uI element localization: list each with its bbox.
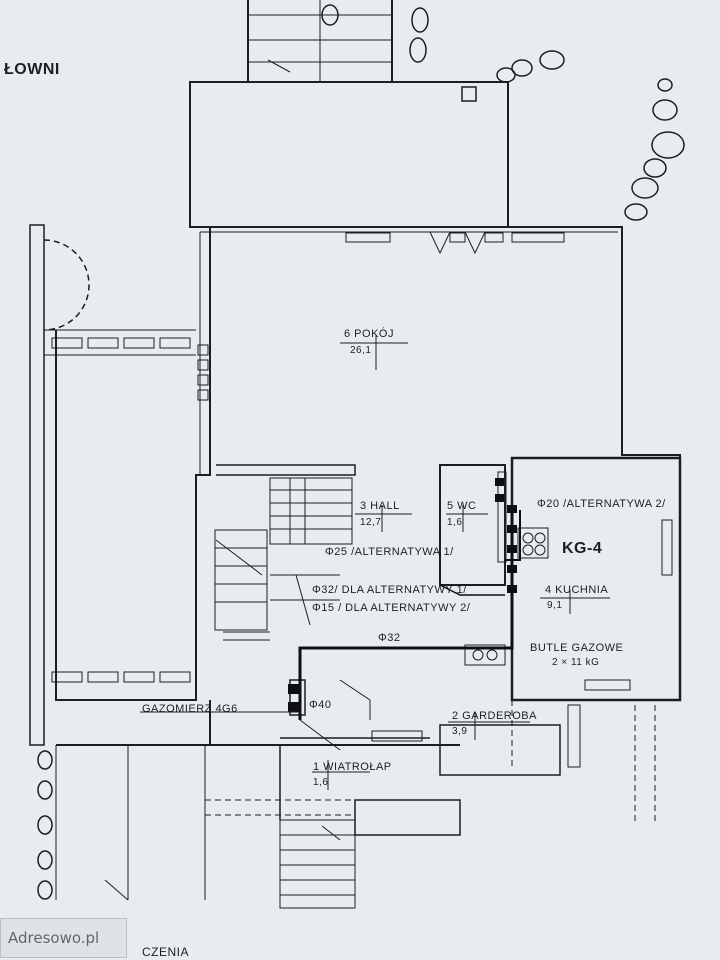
room-area-wiatrolap: 1,6 <box>313 777 329 788</box>
room-label-hall: 3 HALL <box>360 500 400 512</box>
annotation-dla-alt2: Φ15 / DLA ALTERNATYWY 2/ <box>312 602 471 614</box>
annotation-kg4: KG-4 <box>562 540 603 557</box>
annotation-alt2: Φ20 /ALTERNATYWA 2/ <box>537 498 666 510</box>
room-label-kuchnia: 4 KUCHNIA <box>545 584 609 596</box>
wc-walls <box>439 464 506 586</box>
terrace <box>189 81 509 228</box>
bottom-caption-fragment: CZENIA <box>142 945 190 959</box>
outer-walls <box>55 226 681 746</box>
room-area-pokoj: 26,1 <box>350 345 372 356</box>
drawing-title-fragment: ŁOWNI <box>4 61 60 78</box>
room-label-wiatrolap: 1 WIATROŁAP <box>313 761 392 773</box>
room-label-garderoba: 2 GARDEROBA <box>452 710 537 722</box>
room-area-kuchnia: 9,1 <box>547 600 563 611</box>
annotation-dla-alt1: Φ32/ DLA ALTERNATYWY 1/ <box>312 584 467 596</box>
annotation-gazomierz: GAZOMIERZ 4G6 <box>142 703 238 715</box>
annotation-butle: BUTLE GAZOWE <box>530 642 624 654</box>
top-stairs <box>247 0 393 82</box>
gas-line <box>298 510 521 720</box>
garden-stones <box>37 4 685 900</box>
room-area-garderoba: 3,9 <box>452 726 468 737</box>
left-wing <box>29 224 45 746</box>
room-label-pokoj: 6 POKÓJ <box>344 328 394 340</box>
annotation-phi40: Φ40 <box>309 699 332 711</box>
room-area-wc: 1,6 <box>447 517 463 528</box>
annotation-alt1: Φ25 /ALTERNATYWA 1/ <box>325 546 454 558</box>
room-area-hall: 12,7 <box>360 517 382 528</box>
annotation-butle-qty: 2 × 11 kG <box>552 657 600 668</box>
annotation-phi32: Φ32 <box>378 632 401 644</box>
adresowo-watermark: Adresowo.pl <box>0 918 127 958</box>
room-label-wc: 5 WC <box>447 500 477 512</box>
